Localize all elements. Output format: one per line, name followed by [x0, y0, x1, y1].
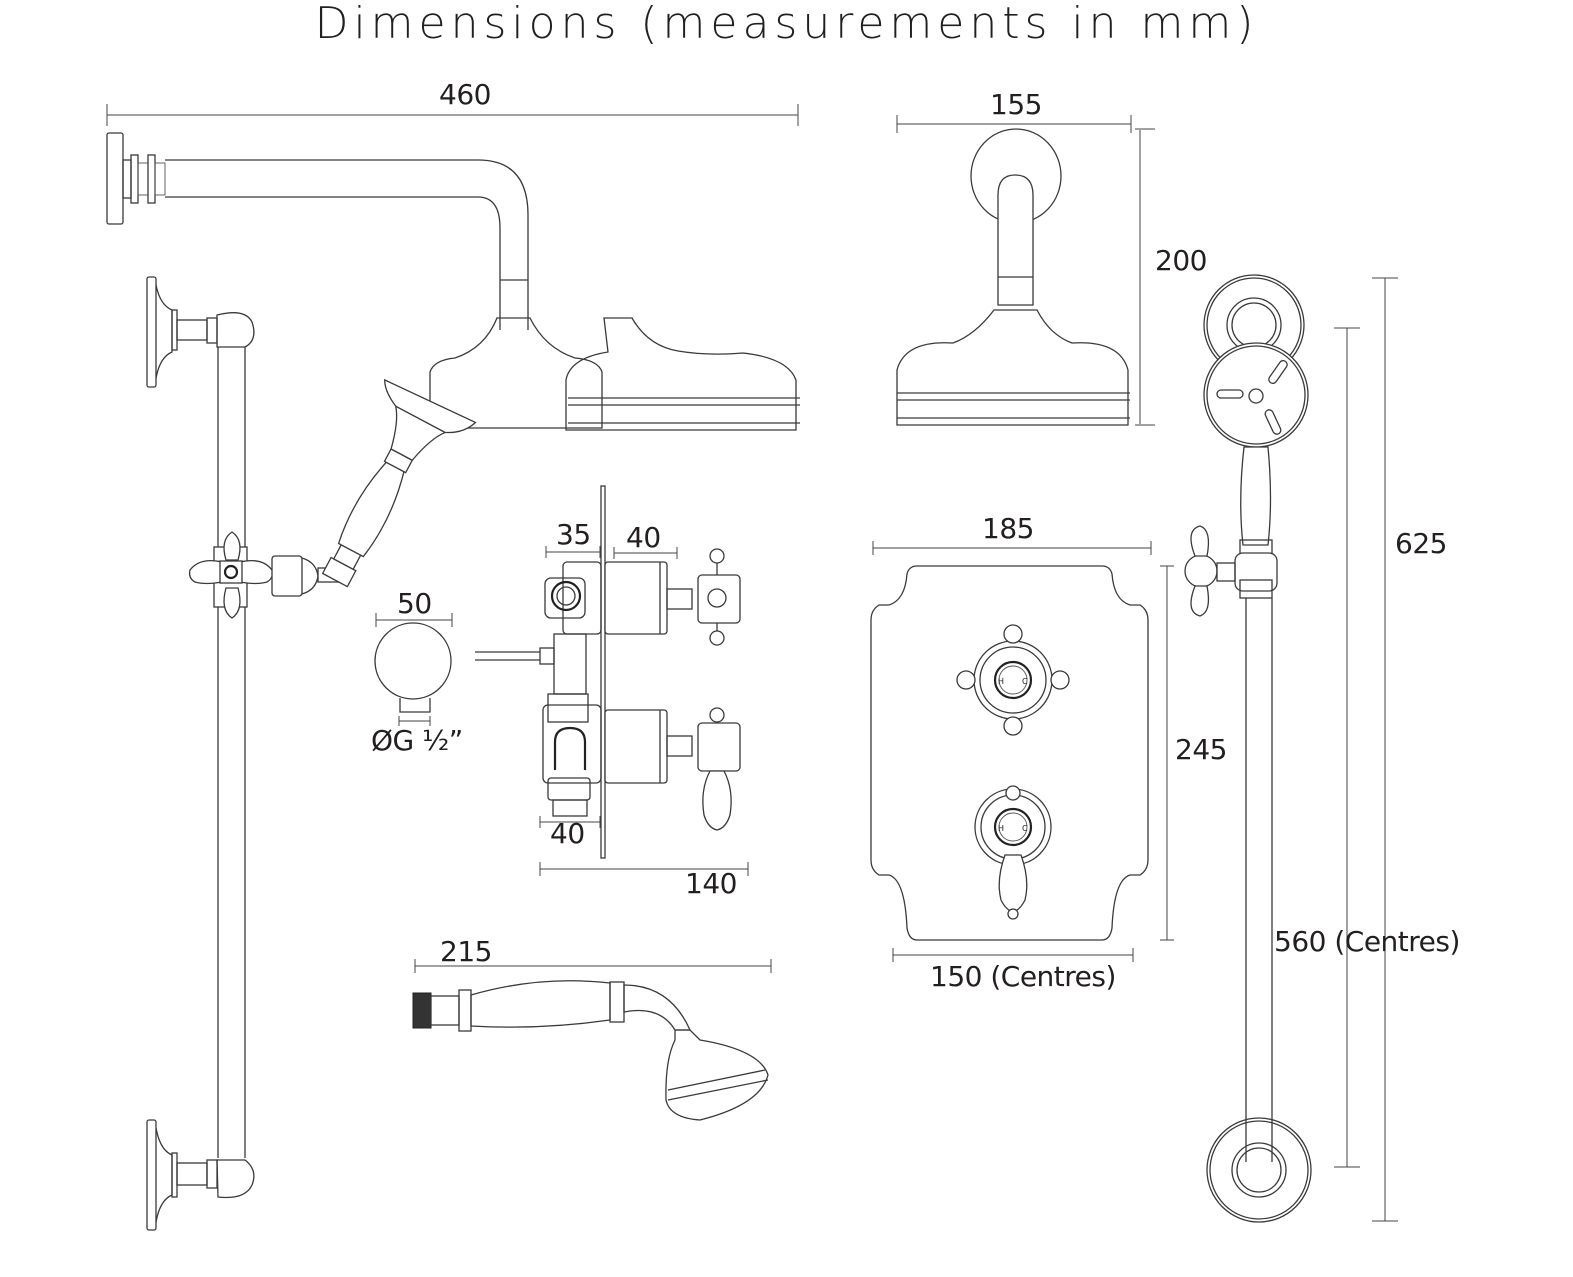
label-head-width: 155 [990, 88, 1042, 121]
label-valve-depth-top: 35 [556, 518, 591, 551]
dimension-line-460 [106, 104, 799, 126]
wall-outlet-elbow [374, 622, 452, 713]
label-outlet-thread: ØG ½” [371, 724, 463, 757]
cold-mark-top: C [1022, 677, 1028, 686]
label-valve-depth-bottom: 40 [550, 817, 585, 850]
shower-rose-side [565, 317, 800, 431]
riser-rail-side-view [146, 276, 341, 1231]
dimension-line-35 [545, 546, 601, 558]
dimension-line-155 [896, 115, 1132, 133]
hot-mark-bottom: H [998, 824, 1004, 833]
cold-mark-bottom: C [1022, 824, 1028, 833]
label-plate-height: 245 [1175, 733, 1227, 766]
dimension-line-50 [375, 613, 453, 627]
handset-side-view [412, 980, 769, 1121]
label-arm-length: 460 [439, 78, 491, 111]
dimension-line-thread [398, 716, 431, 726]
thermostatic-valve-side-view [475, 485, 741, 859]
handset-angled [321, 378, 477, 588]
dimension-line-625 [1372, 277, 1398, 1222]
hot-mark-top: H [998, 677, 1004, 686]
dimension-line-185 [872, 541, 1152, 555]
label-outlet-width: 50 [397, 587, 432, 620]
dimension-line-560 [1334, 327, 1360, 1168]
label-rail-total-height: 625 [1395, 527, 1447, 560]
label-head-height: 200 [1155, 244, 1207, 277]
dimension-line-40-bottom [539, 816, 601, 828]
dimension-line-245 [1160, 565, 1174, 941]
label-handset-length: 215 [440, 935, 492, 968]
diagram-title: Dimensions (measurements in mm) [314, 0, 1259, 49]
label-handle-centres: 150 (Centres) [930, 960, 1116, 993]
shower-arm-side-view [106, 132, 603, 429]
valve-faceplate-front-view [870, 565, 1149, 941]
dimension-line-150 [892, 948, 1134, 962]
dimension-line-200 [1135, 128, 1155, 426]
riser-rail-front-view [1184, 274, 1312, 1223]
cross-handle [956, 624, 1070, 736]
dimension-line-140 [539, 862, 749, 876]
label-valve-total-depth: 140 [685, 867, 737, 900]
lever-handle [974, 785, 1052, 920]
dimension-line-215 [414, 959, 772, 973]
shower-head-front-view [896, 128, 1130, 426]
label-plate-width: 185 [982, 512, 1034, 545]
dimension-line-40-top [613, 547, 678, 559]
label-valve-handle-top: 40 [626, 521, 661, 554]
label-rail-centres: 560 (Centres) [1274, 925, 1460, 958]
